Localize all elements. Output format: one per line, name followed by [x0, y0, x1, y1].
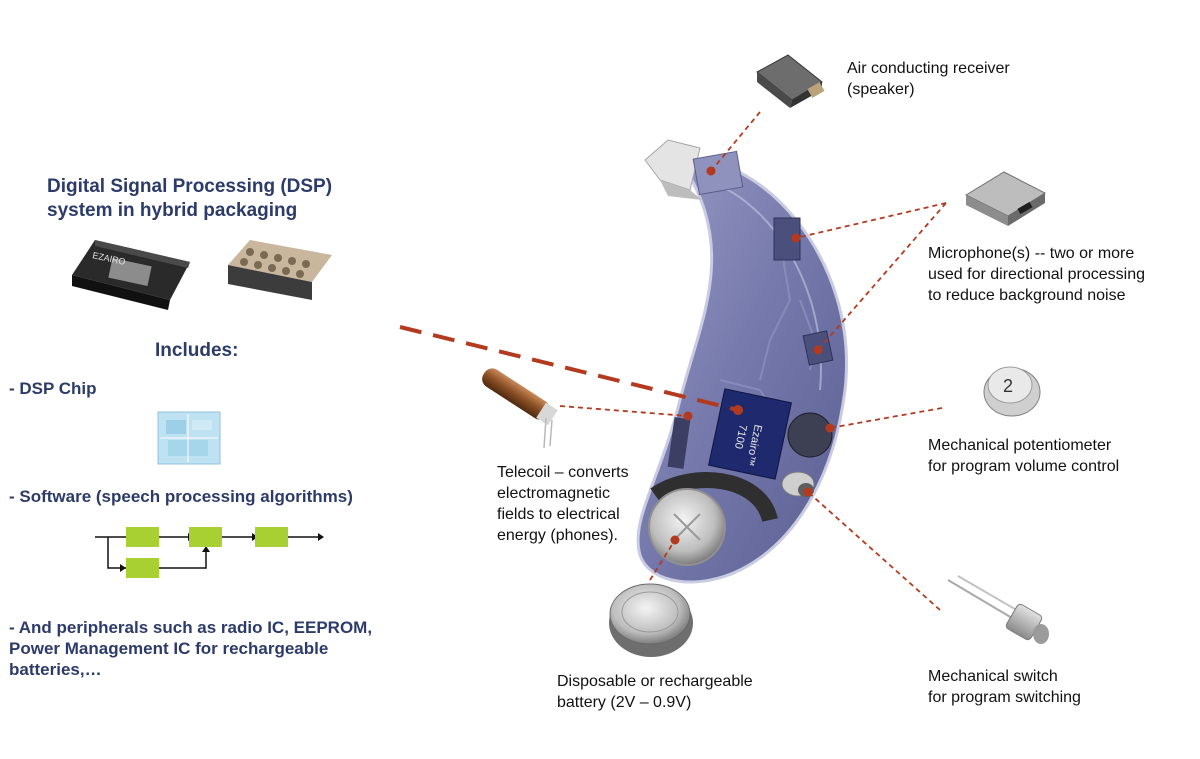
label-telecoil: Telecoil – converts electromagnetic fiel… [497, 464, 629, 544]
dsp-leader [399, 325, 739, 412]
dial-number: 2 [1003, 376, 1013, 396]
software-blocks [126, 527, 288, 578]
receiver-leader [710, 111, 761, 172]
dsp-hybrid-module-icon: EZAIRO [72, 240, 190, 310]
label-battery: Disposable or rechargeable battery (2V –… [557, 673, 753, 711]
microphone-part-icon [964, 171, 1047, 226]
includes-heading: Includes: [155, 340, 239, 361]
item-software: - Software (speech processing algorithms… [9, 487, 353, 506]
receiver-slot [692, 150, 744, 196]
mic-leader-1 [795, 202, 947, 239]
dsp-pad-array-icon [228, 240, 332, 300]
item-peripherals: - And peripherals such as radio IC, EEPR… [9, 618, 373, 679]
receiver-part-icon [756, 54, 825, 108]
item-dsp-chip: - DSP Chip [9, 379, 97, 398]
label-switch: Mechanical switch for program switching [928, 668, 1081, 706]
battery-leader [649, 539, 676, 581]
switch-part-icon [947, 575, 1049, 644]
battery-part-icon [609, 583, 693, 657]
leader-endpoints [670, 166, 835, 545]
processing-block [126, 527, 159, 547]
telecoil-in-shell [667, 417, 691, 469]
battery-door [648, 472, 778, 566]
mic-leader-2 [817, 202, 947, 351]
processing-block [189, 527, 222, 547]
software-block-diagram [95, 533, 324, 572]
chip-label-line2: 7100 [732, 423, 749, 449]
label-microphone: Microphone(s) -- two or more used for di… [928, 245, 1146, 304]
dsp-title: Digital Signal Processing (DSP) system i… [47, 176, 333, 221]
ezairo-chip-in-shell: Ezairo™ 7100 [708, 388, 792, 480]
pot-leader [829, 407, 943, 429]
processing-block [126, 558, 159, 578]
switch-leader [807, 491, 941, 611]
dsp-chip-die-icon [157, 411, 221, 465]
label-potentiometer: Mechanical potentiometer for program vol… [928, 437, 1120, 475]
potentiometer-part-icon: 2 [983, 366, 1041, 417]
telecoil-leader [559, 405, 689, 417]
processing-block [255, 527, 288, 547]
earhook [644, 139, 702, 200]
potentiometer-in-shell [787, 412, 833, 458]
telecoil-part-icon [482, 368, 558, 449]
leader-lines [559, 111, 947, 611]
label-receiver: Air conducting receiver (speaker) [847, 60, 1010, 98]
